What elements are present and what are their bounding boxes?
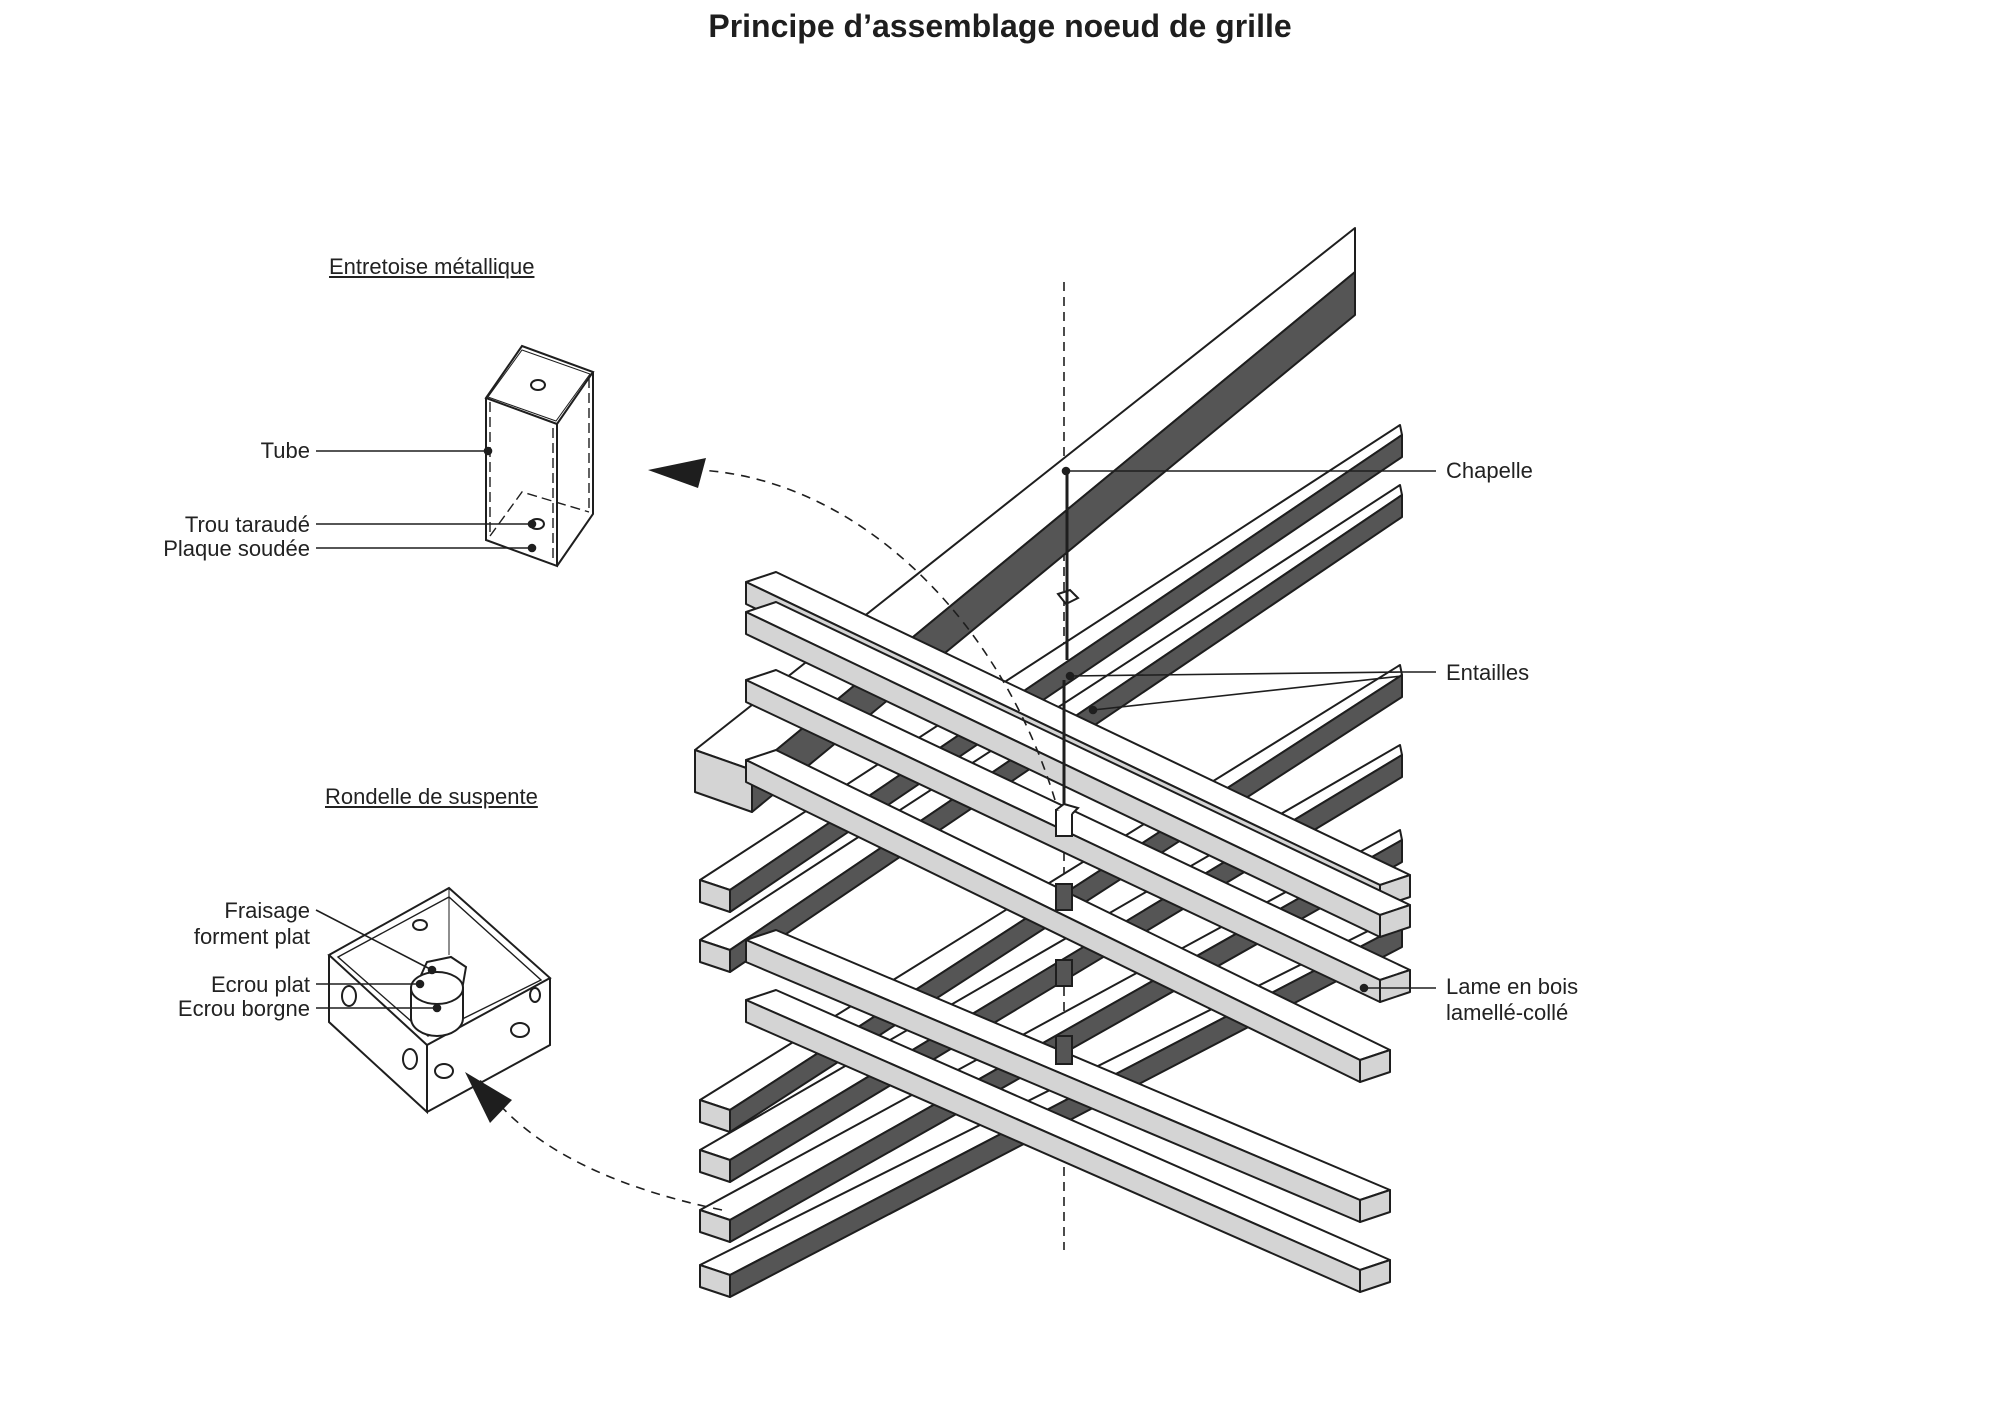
hanger-washer-detail: [327, 886, 552, 1115]
callout-countersink-line1: Fraisage: [224, 898, 310, 923]
detail-arrows: [479, 469, 1056, 1211]
main-beam-end: [699, 1209, 731, 1243]
cross-beam-end: [1379, 969, 1411, 1003]
arrowhead-to-washer: [465, 1072, 512, 1123]
callout-chapelle: Chapelle: [1446, 458, 1533, 483]
cross-beam-end: [1359, 1259, 1391, 1293]
main-beam: [699, 424, 1403, 913]
cross-beam-end: [1379, 904, 1411, 938]
main-beam-end: [699, 1264, 731, 1298]
cross-beam: [745, 669, 1411, 1003]
cross-beams: [745, 571, 1411, 1293]
callout-cap-nut: Ecrou borgne: [177, 996, 310, 1021]
arrowhead-to-spacer: [648, 458, 706, 488]
axis-spacers: [1055, 470, 1080, 1065]
washer-detail-title: Rondelle de suspente: [325, 784, 538, 809]
callout-tube: Tube: [260, 438, 310, 463]
callout-notches: Entailles: [1446, 660, 1530, 685]
cross-beam: [745, 989, 1391, 1293]
callout-countersink: Fraisage forment plat: [194, 898, 310, 950]
main-beam-end: [699, 1149, 731, 1183]
callout-welded-plate: Plaque soudée: [163, 536, 310, 561]
callout-blade-line1: Lame en bois: [1446, 974, 1579, 999]
callout-blade-line2: lamellé-collé: [1446, 1000, 1569, 1025]
callout-tapped-hole: Trou taraudé: [184, 512, 310, 537]
callout-flat-nut: Ecrou plat: [210, 972, 310, 997]
main-beam-end: [699, 879, 731, 913]
callout-leaders: [315, 446, 1436, 1013]
cross-beam-end: [1359, 1049, 1391, 1083]
spacer-tube-detail: [484, 344, 595, 568]
spacer-detail-title: Entretoise métallique: [329, 254, 535, 279]
chapelle-beam-end: [694, 749, 753, 813]
cross-beam-end: [1359, 1189, 1391, 1223]
main-beam-end: [699, 939, 731, 973]
diagram-title: Principe d’assemblage noeud de grille: [708, 8, 1292, 44]
callout-blade: Lame en bois lamellé-collé: [1446, 974, 1578, 1026]
callout-countersink-line2: forment plat: [193, 924, 310, 949]
